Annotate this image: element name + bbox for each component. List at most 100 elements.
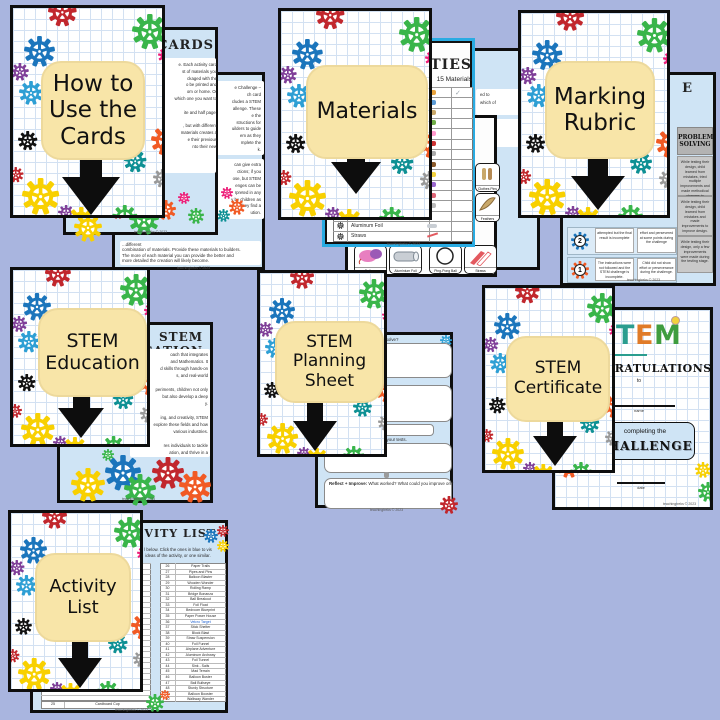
cover-label-line: Marking [553,83,647,110]
arrow-icon [58,658,102,688]
activity-row-num: 27 [165,569,170,574]
gear-icon [131,13,162,49]
gear-icon [489,397,506,414]
gear-icon [188,208,204,224]
right-table-row-line [160,568,226,570]
gear-icon [160,690,170,700]
activity-row-name: Foil Tunnel [191,658,210,663]
activity-row-num: 41 [165,647,170,652]
text-line: but also develop a deep [162,394,208,399]
text-line: mplete the [240,140,261,146]
activity-row-name: Bedroom Blueprint [186,608,215,613]
checklist-row-label: Aluminum Foil [351,223,383,230]
right-table-row-line [160,618,226,620]
rubric-column-header: PROBLEM SOLVING [677,127,713,155]
gear-icon [153,169,162,188]
activity-row-num: 26 [165,564,170,568]
gear-icon [695,462,710,478]
activity-row-num: 46 [165,675,170,679]
cover-label-line: Sheet [304,370,355,391]
text-line: oach that integrates [170,352,208,357]
material-card-label: Clothes Pins [476,185,499,191]
text-box [214,81,264,155]
gear-icon [289,180,327,217]
page-footer: teachingtreks © 2023 [115,708,149,712]
arrow-icon [293,421,337,451]
activity-row-name: Sink - Sails [191,663,210,668]
gear-icon [114,517,140,549]
gear-icon [658,170,667,189]
text-line: ctions; if you [237,168,261,174]
text-line: enges can be [235,182,261,188]
gear-icon [102,449,114,461]
gear-icon [359,278,384,309]
activity-row-name: Balloon Blaster [188,575,213,580]
gear-icon [20,536,48,564]
material-card-label: Ping-Pong Ball [430,267,461,273]
reflect-box: Reflect + Improve: What worked? What cou… [324,478,453,509]
text-line: uilders to guide [231,126,261,132]
gear-icon [48,8,77,27]
activity-row-num: 33 [165,602,170,607]
text-line: The more of each material you can provid… [122,252,234,258]
connector-icon [384,472,389,478]
activity-row-name: Ball Bullseye [190,680,211,685]
text-line: ckaged with the [187,75,217,81]
cover-label-line: Planning [292,351,367,372]
gear-icon [17,373,36,391]
cover-label-line: Materials [316,99,418,125]
gear-icon [13,62,29,81]
arrow-icon [307,401,323,421]
activity-row-name: Foil Float [193,602,208,607]
material-art-icon [482,168,492,180]
gear-icon [22,292,51,321]
text-line: cludes a STEM [231,98,261,104]
material-card-label: Feathers [476,215,499,221]
cover-label-line: STEM [306,331,353,352]
activity-row-name: Balloon Buster [189,675,212,679]
text-line: ed to [480,92,490,97]
gear-icon [440,496,458,514]
right-table-row-line [160,646,226,648]
right-table-row-line [160,662,226,664]
gear-icon [485,336,499,352]
page-footer: teachingtreks © 2023 [122,497,156,501]
gear-icon [663,53,667,65]
text-line: om or home. Or [186,89,217,95]
prompt-label: Reflect + Improve: What worked? What cou… [329,481,453,488]
text-line: g as they find a [231,203,261,209]
right-table-row-line [160,601,226,603]
activity-row-num: 35 [165,613,170,618]
rubric-cell: effort and persevered at some points dur… [637,228,676,253]
right-table-row-line [160,590,226,592]
right-table-row-line [160,696,226,698]
gear-icon [398,16,429,52]
doodle-icon [591,354,647,356]
material-card: Straws [464,245,497,274]
gear-icon [526,84,551,108]
activity-row-name: Aluminum Archway [185,652,216,657]
right-table-row-line [160,574,226,576]
gear-icon [204,529,218,543]
date-line [617,482,665,484]
gear-icon [137,548,140,559]
activity-row-name: Pipes and Pins [188,569,213,574]
right-table-row-line [160,651,226,653]
text-line: periments, children not only [155,387,208,392]
gear-icon [564,205,581,215]
activity-row-name: Velcro Target [190,619,211,624]
activity-row-num: 31 [165,591,170,596]
gear-icon [120,273,147,306]
arrow-icon [533,436,577,466]
arrow-icon [72,639,88,658]
text-line: and Mathematics. It [170,359,209,364]
rubric-cell: While testing their design, child learne… [677,196,713,236]
gear-icon [523,462,538,470]
gear-icon [377,416,384,431]
gear-icon [16,575,37,596]
gear-icon [555,13,584,31]
right-table-row-line [160,579,226,581]
